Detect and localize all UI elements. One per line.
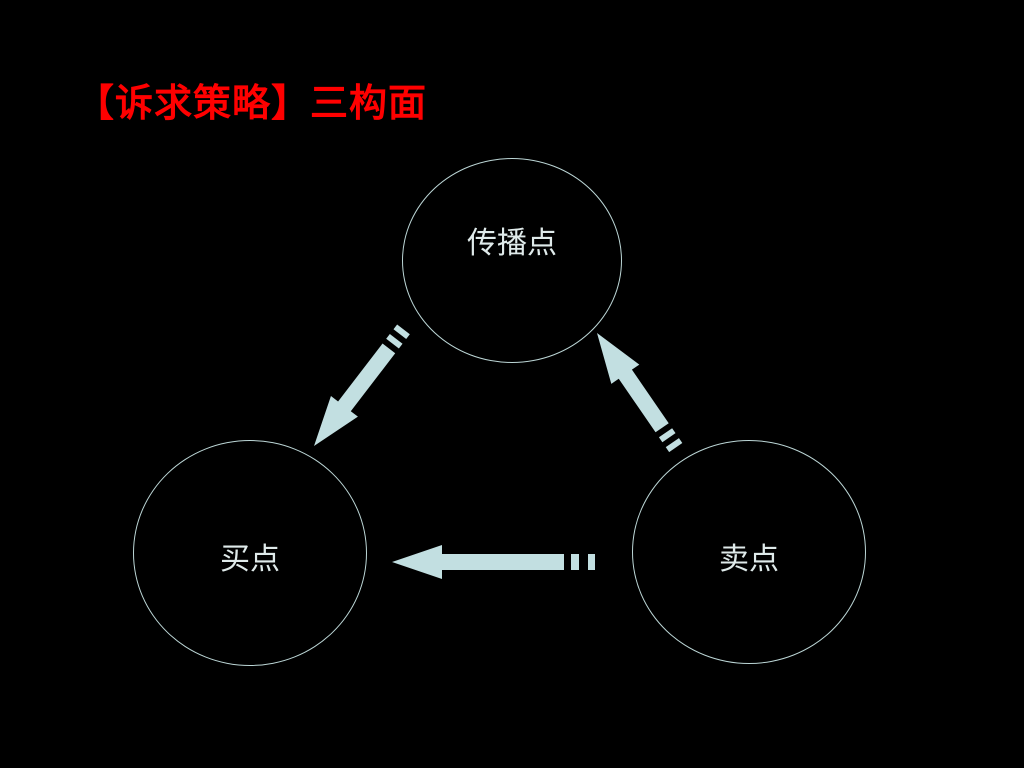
node-buy-label: 买点 <box>220 542 280 577</box>
node-spread-circle <box>402 158 622 363</box>
arrow-sell-to-buy <box>392 545 595 579</box>
arrow-sell-to-spread <box>597 333 683 453</box>
node-sell-label: 卖点 <box>719 542 779 577</box>
arrow-spread-to-buy <box>314 324 410 446</box>
page-title: 【诉求策略】三构面 <box>76 81 428 125</box>
node-spread-label: 传播点 <box>467 226 557 261</box>
node-buy-circle <box>133 440 367 666</box>
node-sell-circle <box>632 440 866 664</box>
